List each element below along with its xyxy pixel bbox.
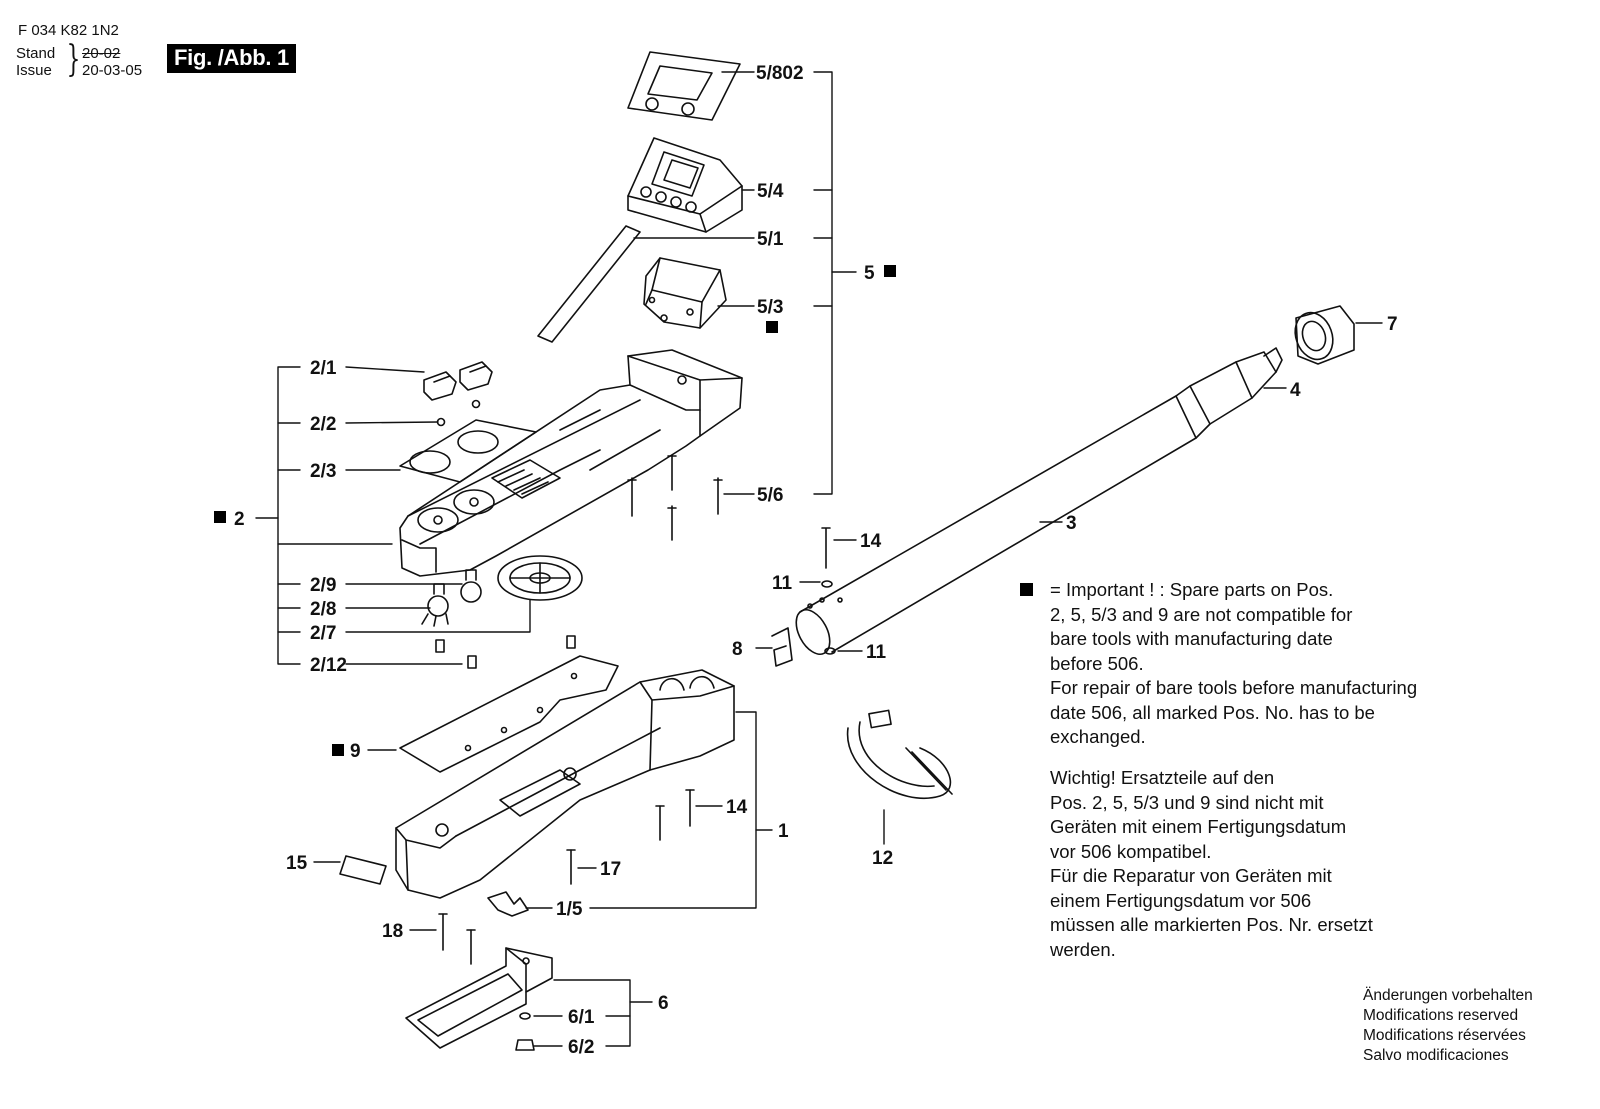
part-9-circuit-board: [399, 655, 619, 773]
part-7-end-cap: [1294, 305, 1355, 365]
part-14-11-screw-washer: [821, 527, 836, 655]
part-2-12-pins: [435, 635, 576, 669]
important-marker-legend: [1020, 583, 1033, 596]
label-2-2: 2/2: [310, 414, 336, 435]
label-5-4: 5/4: [757, 181, 784, 202]
note-line: vor 506 kompatibel.: [1050, 840, 1212, 862]
label-11-b: 11: [866, 642, 887, 663]
modifications-line: Modifications réservées: [1363, 1027, 1526, 1044]
label-2-9: 2/9: [310, 575, 336, 596]
label-2-3: 2/3: [310, 461, 336, 482]
note-line: date 506, all marked Pos. No. has to be: [1050, 701, 1375, 723]
modifications-notice: Änderungen vorbehalten Modifications res…: [1363, 986, 1533, 1066]
part-5-3-circuit-board: [643, 257, 727, 329]
note-line: einem Fertigungsdatum vor 506: [1050, 889, 1312, 911]
modifications-line: Modifications reserved: [1363, 1007, 1519, 1024]
label-6-2: 6/2: [568, 1037, 594, 1058]
label-2-8: 2/8: [310, 599, 336, 620]
note-english: = Important ! : Spare parts on Pos. 2, 5…: [1050, 578, 1510, 750]
marker-5: [884, 265, 896, 277]
stand-label: Stand: [16, 45, 56, 62]
marker-9: [332, 744, 344, 756]
label-17: 17: [600, 859, 621, 880]
part-2-7-speaker: [497, 555, 583, 601]
label-11-a: 11: [772, 573, 793, 594]
note-line: Für die Reparatur von Geräten mit: [1050, 865, 1332, 886]
label-2-7: 2/7: [310, 623, 336, 644]
part-4-coupling: [1175, 347, 1283, 439]
important-markers: [214, 265, 896, 756]
label-15: 15: [286, 853, 308, 874]
label-8: 8: [732, 639, 743, 660]
part-1-5-clip: [487, 891, 529, 917]
note-line: Geräten mit einem Fertigungsdatum: [1050, 816, 1347, 837]
label-5-802: 5/802: [756, 63, 804, 84]
note-line: For repair of bare tools before manufact…: [1050, 677, 1418, 698]
label-2-12: 2/12: [310, 655, 347, 676]
leader-lines: [255, 71, 1383, 1047]
label-1-5: 1/5: [556, 899, 583, 920]
note-line: werden.: [1050, 938, 1116, 960]
part-12-hose-clamp: [846, 709, 953, 799]
note-line: Wichtig! Ersatzteile auf den: [1050, 767, 1275, 788]
note-line: Pos. 2, 5, 5/3 und 9 sind nicht mit: [1050, 791, 1324, 813]
issue-value: 20-03-05: [82, 62, 143, 79]
part-2-3-foil: [399, 419, 537, 483]
part-2-upper-housing: [399, 349, 743, 577]
part-8-clip: [771, 627, 793, 667]
document-code: F 034 K82 1N2: [18, 22, 119, 39]
part-5-802-label-sheet: [627, 51, 741, 121]
label-12: 12: [872, 848, 893, 869]
modifications-line: Salvo modificaciones: [1363, 1047, 1509, 1064]
note-line: müssen alle markierten Pos. Nr. ersetzt: [1050, 914, 1373, 935]
note-line: = Important ! : Spare parts on Pos.: [1050, 579, 1334, 600]
label-1: 1: [778, 821, 789, 842]
part-5-6-screws: [627, 454, 723, 541]
label-9: 9: [350, 741, 361, 762]
label-5: 5: [864, 263, 875, 284]
label-4: 4: [1290, 380, 1301, 401]
label-14-b: 14: [726, 797, 748, 818]
marker-2: [214, 511, 226, 523]
note-line: exchanged.: [1050, 726, 1146, 747]
marker-5-3: [766, 321, 778, 333]
label-14-a: 14: [860, 531, 882, 552]
stand-value: 20-02: [82, 45, 121, 62]
label-6: 6: [658, 993, 669, 1014]
part-5-4-display-housing: [627, 137, 743, 233]
part-6-1-6-2-parts: [515, 1012, 535, 1051]
label-5-1: 5/1: [757, 229, 784, 250]
brace-icon: }: [66, 39, 81, 80]
part-15-pad: [339, 855, 387, 885]
part-2-9-2-8-potentiometers: [421, 569, 482, 627]
figure-title: Fig. /Abb. 1: [167, 44, 296, 73]
label-2: 2: [234, 509, 245, 530]
note-line: before 506.: [1050, 652, 1144, 674]
label-7: 7: [1387, 314, 1398, 335]
part-2-1-knobs: [423, 361, 493, 401]
label-6-1: 6/1: [568, 1007, 595, 1028]
part-5-1-strip: [537, 225, 641, 343]
modifications-line: Änderungen vorbehalten: [1363, 987, 1533, 1004]
part-1-lower-housing: [395, 669, 735, 899]
issue-label: Issue: [16, 62, 52, 79]
part-14-17-18-screws: [438, 789, 695, 965]
note-line: 2, 5, 5/3 and 9 are not compatible for: [1050, 603, 1353, 625]
note-line: bare tools with manufacturing date: [1050, 628, 1333, 649]
label-2-1: 2/1: [310, 358, 337, 379]
label-5-3: 5/3: [757, 297, 783, 318]
note-german: Wichtig! Ersatzteile auf den Pos. 2, 5, …: [1050, 766, 1510, 962]
label-5-6: 5/6: [757, 485, 783, 506]
part-3-tube: [795, 395, 1197, 655]
label-18: 18: [382, 921, 403, 942]
part-6-bracket: [405, 947, 553, 1049]
label-3: 3: [1066, 513, 1077, 534]
